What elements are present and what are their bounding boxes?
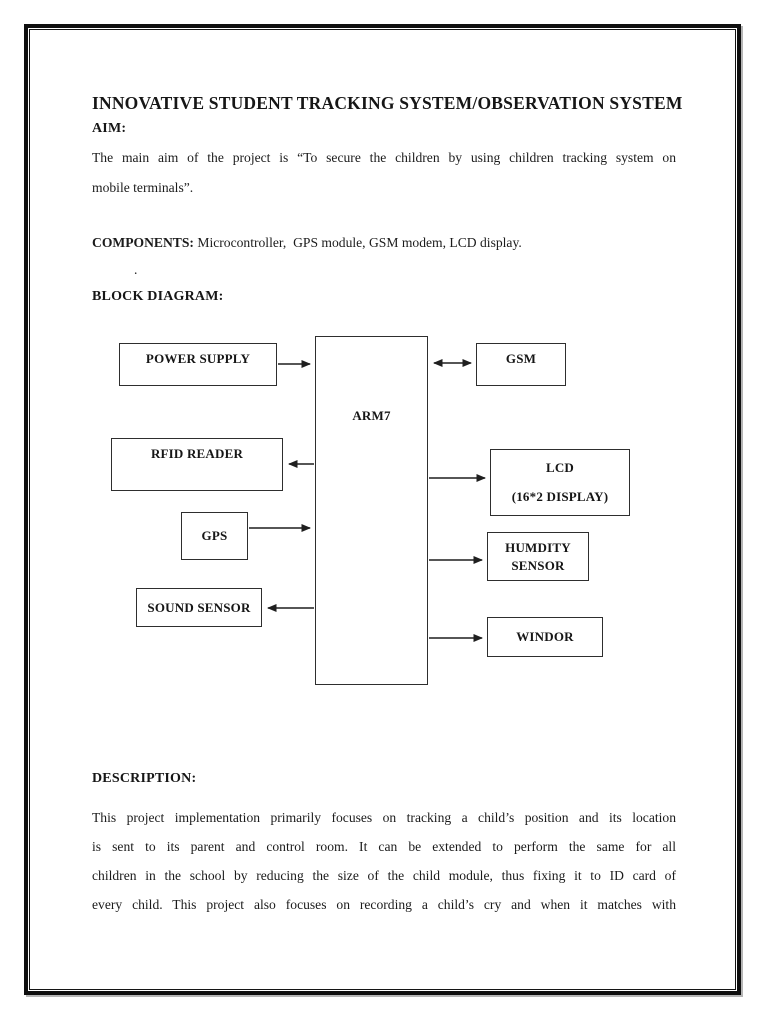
- power-supply-label: POWER SUPPLY: [145, 351, 251, 366]
- aim-heading: AIM:: [92, 121, 127, 136]
- description-heading: DESCRIPTION:: [92, 771, 197, 786]
- rfid-reader-label: RFID READER: [150, 446, 244, 461]
- description-line-3: children in the school by reducing the s…: [92, 868, 676, 883]
- page-title: INNOVATIVE STUDENT TRACKING SYSTEM/OBSER…: [92, 93, 683, 113]
- lcd-label-line-1: LCD: [545, 460, 575, 475]
- humidity-sensor-label-line-2: SENSOR: [511, 557, 565, 573]
- diagram-box-rfid-reader: RFID READER: [111, 438, 283, 491]
- arm7-label: ARM7: [352, 408, 391, 423]
- page-border-frame: [24, 24, 741, 995]
- components-heading: COMPONENTS:: [92, 235, 194, 250]
- diagram-box-windor: WINDOR: [487, 617, 603, 657]
- page-border-inner-line: [29, 29, 736, 990]
- components-line: COMPONENTS: Microcontroller, GPS module,…: [92, 235, 676, 252]
- components-text: Microcontroller, GPS module, GSM modem, …: [193, 235, 522, 250]
- description-line-4: every child. This project also focuses o…: [92, 897, 676, 912]
- humidity-sensor-label-line-1: HUMDITY: [505, 539, 571, 555]
- windor-label: WINDOR: [516, 629, 574, 645]
- sound-sensor-label: SOUND SENSOR: [147, 599, 251, 615]
- gps-label: GPS: [201, 528, 228, 544]
- aim-text-line-1: The main aim of the project is “To secur…: [92, 150, 676, 165]
- diagram-box-gps: GPS: [181, 512, 248, 560]
- gsm-label: GSM: [505, 351, 537, 366]
- diagram-box-lcd: LCD (16*2 DISPLAY): [490, 449, 630, 516]
- diagram-box-gsm: GSM: [476, 343, 566, 386]
- block-diagram-heading: BLOCK DIAGRAM:: [92, 289, 224, 304]
- diagram-box-power-supply: POWER SUPPLY: [119, 343, 277, 386]
- description-line-2: is sent to its parent and control room. …: [92, 839, 676, 854]
- diagram-box-humidity-sensor: HUMDITY SENSOR: [487, 532, 589, 581]
- aim-text-line-2: mobile terminals”.: [92, 180, 194, 195]
- diagram-box-sound-sensor: SOUND SENSOR: [136, 588, 262, 627]
- description-line-1: This project implementation primarily fo…: [92, 810, 676, 825]
- diagram-box-arm7: ARM7: [315, 336, 428, 685]
- stray-period: .: [134, 262, 138, 277]
- lcd-label-line-2: (16*2 DISPLAY): [511, 488, 609, 504]
